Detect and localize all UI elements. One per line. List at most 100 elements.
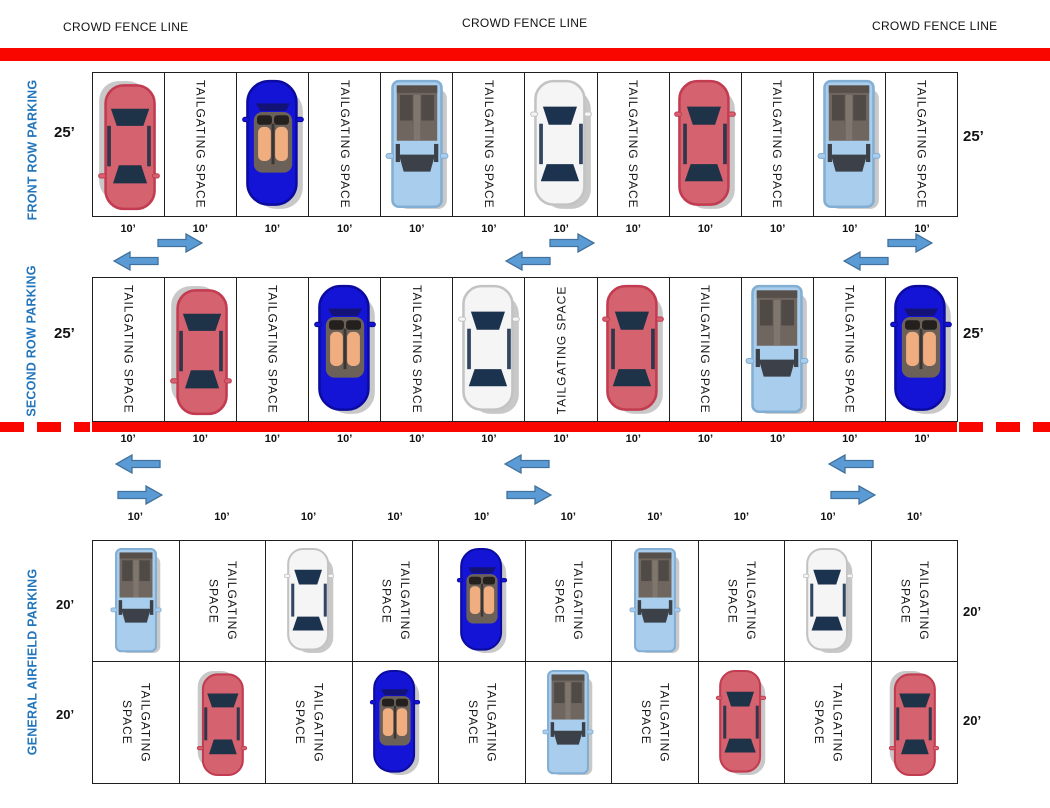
airfield-row2-depth-left: 20’	[56, 707, 75, 722]
tailgating-space-cell: TAILGATING SPACE	[309, 73, 382, 216]
tailgating-space-label: TAILGATING SPACE	[193, 80, 208, 209]
lightblue-pickup-top-view-icon	[629, 547, 681, 655]
red-boundary-line-dashed-left	[0, 422, 90, 432]
front-row-depth-left: 25’	[54, 124, 75, 141]
red-sedan-top-view-icon	[196, 669, 248, 777]
flow-arrow-pair	[502, 454, 552, 506]
cell-width-label: 10’	[300, 511, 317, 523]
cell-width-label: 10’	[820, 511, 836, 523]
cell-width-label: 10’	[336, 433, 353, 445]
tailgating-space-label-line: TAILGATING	[484, 682, 499, 763]
cell-width-label: 10’	[914, 223, 930, 235]
tailgating-space-label-line: SPACE	[552, 578, 567, 624]
tailgating-space-label: TAILGATING SPACE	[121, 285, 136, 414]
flow-arrow-pair	[826, 454, 876, 506]
cell-width-label: 10’	[387, 511, 403, 523]
parking-cell-occupied	[93, 73, 166, 216]
tailgating-space-label: TAILGATING SPACE	[265, 285, 280, 414]
arrow-left-icon	[115, 454, 161, 474]
tailgating-space-label: TAILGATING SPACE	[409, 285, 424, 414]
cell-width-label: 10’	[481, 433, 497, 445]
front-row-parking-row: TAILGATING SPACE TAILGATING SPACE TAILGA…	[92, 72, 958, 217]
parking-cell-occupied	[180, 662, 266, 783]
tailgating-space-cell: TAILGATING SPACE	[237, 278, 310, 421]
cell-width-label: 10’	[474, 511, 490, 523]
tailgating-space-label-line: TAILGATING	[311, 682, 326, 763]
tailgating-space-cell: TAILGATING SPACE	[670, 278, 742, 421]
parking-cell-occupied	[872, 662, 958, 783]
lightblue-pickup-top-view-icon	[110, 547, 162, 655]
cell-width-label: 10’	[214, 511, 230, 523]
tailgating-space-label: TAILGATING SPACE	[770, 80, 785, 209]
tailgating-space-cell: TAILGATING SPACE	[525, 278, 598, 421]
cell-width-label: 10’	[697, 433, 714, 445]
tailgating-space-label: TAILGATING SPACE	[481, 80, 496, 209]
white-sedan-top-view-icon	[802, 547, 854, 655]
parking-cell-occupied	[266, 541, 353, 661]
section-title-general-airfield: GENERAL AIRFIELD PARKING	[10, 540, 54, 784]
airfield-row1-depth-right: 20’	[963, 604, 982, 619]
red-boundary-line-dashed-right	[959, 422, 1050, 432]
tailgating-space-label-line: TAILGATING	[224, 561, 239, 641]
tailgating-space-cell: TAILGATING SPACE	[814, 278, 886, 421]
cell-width-label: 10’	[560, 511, 576, 523]
section-title-label: FRONT ROW PARKING	[25, 79, 39, 220]
blue-convertible-top-view-icon	[889, 284, 953, 416]
cell-width-label: 10’	[264, 433, 281, 445]
section-title-label: SECOND ROW PARKING	[25, 265, 40, 417]
red-sedan-top-view-icon	[601, 284, 665, 416]
parking-cell-occupied	[785, 541, 872, 661]
red-boundary-line-solid	[92, 422, 957, 432]
red-sedan-top-view-icon	[715, 669, 767, 777]
parking-cell-occupied	[309, 278, 382, 421]
crowd-fence-line-label: CROWD FENCE LINE	[462, 16, 588, 30]
tailgating-space-label-line: SPACE	[638, 700, 653, 745]
lightblue-pickup-top-view-icon	[817, 79, 881, 211]
parking-cell-occupied	[353, 662, 439, 783]
section-title-second-row: SECOND ROW PARKING	[10, 260, 54, 422]
flow-arrow-pair	[843, 233, 935, 271]
cell-width-label: 10’	[553, 433, 569, 445]
second-row-parking-row: TAILGATING SPACE TAILGATING SPACE TAILGA…	[92, 277, 958, 422]
cell-width-label: 10’	[914, 433, 930, 445]
flow-arrow-pair	[113, 233, 205, 271]
tailgating-space-cell: TAILGATING SPACE	[381, 278, 454, 421]
tailgating-space-label-line: TAILGATING	[397, 561, 412, 641]
tailgating-space-label: TAILGATING SPACE	[698, 285, 713, 414]
lightblue-pickup-top-view-icon	[385, 79, 449, 211]
tailgating-space-label: TAILGATING SPACE	[842, 285, 857, 414]
white-sedan-top-view-icon	[529, 79, 593, 211]
flow-arrow-pair	[113, 454, 163, 506]
cell-width-label: 10’	[769, 433, 786, 445]
crowd-fence-line-label: CROWD FENCE LINE	[872, 19, 998, 33]
tailgating-space-label-line: TAILGATING	[138, 682, 153, 763]
parking-cell-occupied	[699, 662, 785, 783]
cell-width-label: 10’	[409, 433, 425, 445]
section-title-front-row: FRONT ROW PARKING	[10, 72, 54, 227]
arrow-left-icon	[843, 251, 889, 271]
tailgating-space-cell: TAILGATING SPACE	[886, 73, 957, 216]
tailgating-space-label: TAILGATING SPACE	[626, 80, 641, 209]
tailgating-space-cell: TAILGATING SPACE	[742, 73, 814, 216]
parking-cell-occupied	[612, 541, 699, 661]
tailgating-space-label-line: SPACE	[379, 578, 394, 624]
tailgating-space-cell: TAILGATING SPACE	[453, 73, 526, 216]
second-row-depth-right: 25’	[963, 325, 984, 342]
red-sedan-top-view-icon	[169, 284, 233, 416]
parking-cell-occupied	[742, 278, 814, 421]
arrow-right-icon	[887, 233, 933, 253]
cell-width-label: 10’	[336, 223, 353, 235]
blue-convertible-top-view-icon	[241, 79, 305, 211]
